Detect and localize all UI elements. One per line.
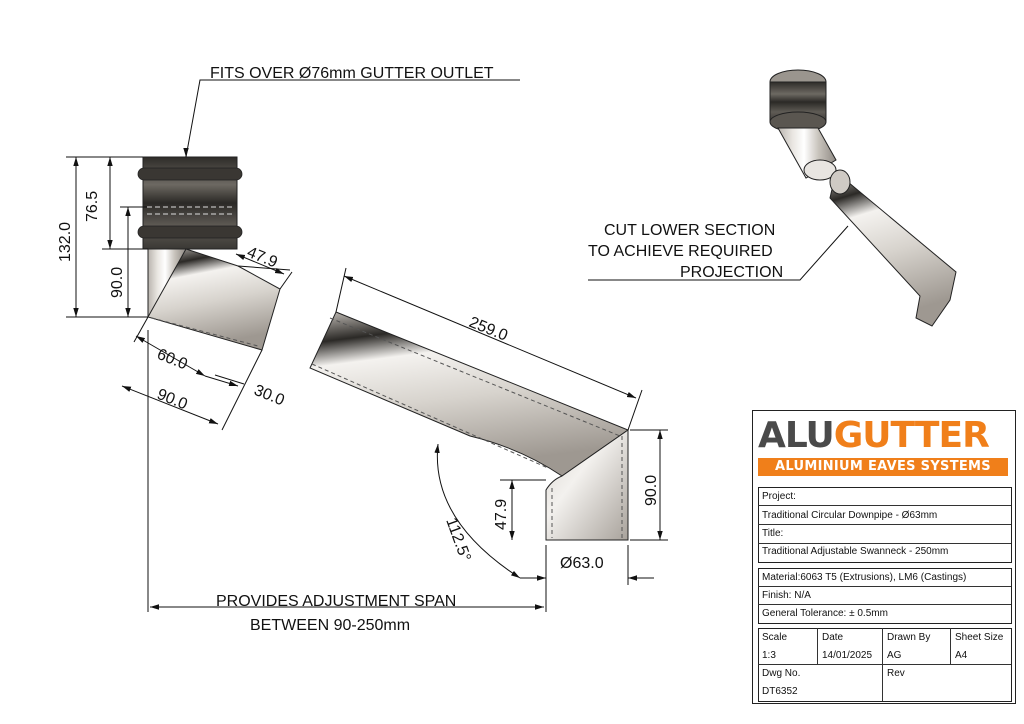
dwg-value: DT6352 xyxy=(762,686,798,697)
date-label: Date xyxy=(822,632,844,643)
scale-label: Scale xyxy=(762,632,788,643)
dim-90-right: 90.0 xyxy=(643,475,660,506)
dim-76-5: 76.5 xyxy=(84,191,101,222)
note-span-line2: BETWEEN 90-250mm xyxy=(250,617,410,634)
sheet-label: Sheet Size xyxy=(955,632,1004,643)
title-value: Traditional Adjustable Swanneck - 250mm xyxy=(762,546,949,557)
dim-90-bottom: 90.0 xyxy=(155,386,190,413)
project-box xyxy=(758,487,1012,563)
logo-wordmark: ALUGUTTER xyxy=(758,415,990,456)
logo-gutter: GUTTER xyxy=(833,415,990,456)
dwg-label: Dwg No. xyxy=(762,668,801,679)
note-span-line1: PROVIDES ADJUSTMENT SPAN xyxy=(216,593,456,610)
dim-259: 259.0 xyxy=(467,314,511,345)
note-fits-over: FITS OVER Ø76mm GUTTER OUTLET xyxy=(210,65,494,82)
note-cut-line2: TO ACHIEVE REQUIRED xyxy=(588,243,773,260)
sheet-value: A4 xyxy=(955,650,968,661)
title-label: Title: xyxy=(762,528,784,539)
swanneck-lower-part xyxy=(309,311,630,541)
dim-angle: 112.5° xyxy=(442,516,473,564)
drawn-label: Drawn By xyxy=(887,632,931,643)
finish-text: Finish: N/A xyxy=(762,590,811,601)
drawn-value: AG xyxy=(887,650,902,661)
dim-47-9-right: 47.9 xyxy=(493,499,510,530)
dim-dia63: Ø63.0 xyxy=(560,555,604,572)
project-value: Traditional Circular Downpipe - Ø63mm xyxy=(762,510,938,521)
scale-value: 1:3 xyxy=(762,650,776,661)
note-cut-line3: PROJECTION xyxy=(680,264,783,281)
rev-label: Rev xyxy=(887,668,905,679)
material-text: Material:6063 T5 (Extrusions), LM6 (Cast… xyxy=(762,572,967,583)
swanneck-top-part xyxy=(137,156,281,351)
dim-90-left: 90.0 xyxy=(109,267,126,298)
material-box xyxy=(758,568,1012,624)
project-label: Project: xyxy=(762,491,796,502)
tolerance-text: General Tolerance: ± 0.5mm xyxy=(762,608,888,619)
dim-60: 60.0 xyxy=(155,346,190,373)
logo-tagline: ALUMINIUM EAVES SYSTEMS xyxy=(758,458,1008,476)
isometric-view xyxy=(769,69,957,327)
date-value: 14/01/2025 xyxy=(822,650,873,661)
dim-lines-left xyxy=(66,79,849,612)
dim-132: 132.0 xyxy=(57,222,74,262)
info-grid xyxy=(758,628,1012,702)
company-logo: ALUGUTTER ALUMINIUM EAVES SYSTEMS xyxy=(758,416,1008,480)
note-cut-line1: CUT LOWER SECTION xyxy=(604,222,775,239)
dim-30: 30.0 xyxy=(252,382,287,409)
logo-alu: ALU xyxy=(758,415,835,456)
